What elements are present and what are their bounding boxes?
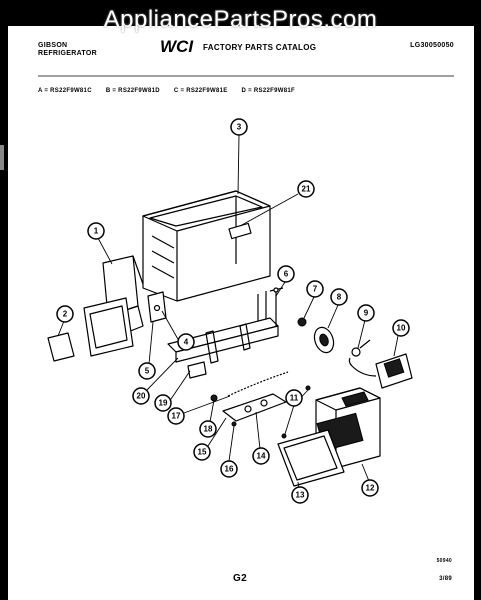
svg-text:12: 12 bbox=[366, 484, 375, 493]
callout-21: 21 bbox=[297, 180, 315, 198]
retainer-clip-part bbox=[351, 339, 371, 357]
model-list: A = RS22F9W81C B = RS22F9W81D C = RS22F9… bbox=[38, 88, 458, 94]
callout-16: 16 bbox=[220, 460, 238, 478]
svg-text:2: 2 bbox=[63, 310, 68, 319]
svg-text:20: 20 bbox=[137, 392, 146, 401]
mounting-plate-part bbox=[222, 393, 287, 427]
svg-text:16: 16 bbox=[225, 465, 234, 474]
svg-text:7: 7 bbox=[313, 285, 318, 294]
product-type: REFRIGERATOR bbox=[38, 50, 97, 57]
page-label: G2 bbox=[233, 573, 247, 584]
catalog-code: LG30050050 bbox=[410, 42, 454, 49]
svg-text:11: 11 bbox=[290, 394, 299, 403]
wci-logo: WCI bbox=[160, 37, 194, 56]
callout-4: 4 bbox=[177, 333, 195, 351]
drive-gear-part bbox=[313, 326, 335, 354]
date-code: 3/89 bbox=[439, 576, 452, 582]
svg-text:6: 6 bbox=[284, 270, 289, 279]
svg-text:10: 10 bbox=[397, 324, 406, 333]
callout-1: 1 bbox=[87, 222, 105, 240]
callout-13: 13 bbox=[291, 486, 309, 504]
callout-12: 12 bbox=[361, 479, 379, 497]
svg-text:3: 3 bbox=[237, 123, 242, 132]
washer-part bbox=[297, 317, 307, 327]
leader-lines bbox=[57, 134, 399, 489]
callout-9: 9 bbox=[357, 304, 375, 322]
svg-text:4: 4 bbox=[184, 338, 189, 347]
brand-block: GIBSON REFRIGERATOR bbox=[38, 42, 97, 58]
model-d: D = RS22F9W81F bbox=[241, 88, 295, 94]
callout-20: 20 bbox=[132, 387, 150, 405]
watermark-text: AppliancePartsPros.com bbox=[103, 6, 378, 33]
ice-bin-part bbox=[142, 190, 271, 302]
door-frame-part bbox=[83, 297, 134, 357]
callout-6: 6 bbox=[277, 265, 295, 283]
callout-19: 19 bbox=[154, 394, 172, 412]
svg-text:1: 1 bbox=[94, 227, 99, 236]
drawing-number: 50940 bbox=[436, 558, 452, 564]
svg-text:15: 15 bbox=[198, 448, 207, 457]
callout-10: 10 bbox=[392, 319, 410, 337]
callout-14: 14 bbox=[252, 447, 270, 465]
mounting-screw-part bbox=[281, 385, 311, 439]
auger-bar-part bbox=[167, 291, 279, 379]
svg-text:21: 21 bbox=[302, 185, 311, 194]
model-b: B = RS22F9W81D bbox=[105, 88, 160, 94]
cover-plate-part bbox=[47, 332, 75, 362]
brand-name: GIBSON bbox=[38, 42, 68, 49]
gasket-part bbox=[277, 429, 345, 487]
svg-text:14: 14 bbox=[257, 452, 266, 461]
parts-catalog-sheet: GIBSON REFRIGERATOR WCI FACTORY PARTS CA… bbox=[8, 26, 474, 600]
callout-2: 2 bbox=[56, 305, 74, 323]
scan-edge-mark bbox=[0, 145, 4, 170]
catalog-title: FACTORY PARTS CATALOG bbox=[203, 43, 317, 52]
svg-text:9: 9 bbox=[364, 309, 369, 318]
callout-11: 11 bbox=[285, 389, 303, 407]
svg-text:17: 17 bbox=[172, 412, 181, 421]
drive-motor-part bbox=[348, 353, 413, 389]
exploded-parts-diagram: 3 21 1 2 4 5 6 7 8 9 10 11 12 13 14 16 1… bbox=[38, 75, 454, 504]
callout-18: 18 bbox=[199, 420, 217, 438]
callout-5: 5 bbox=[138, 362, 156, 380]
callout-17: 17 bbox=[167, 407, 185, 425]
callout-15: 15 bbox=[193, 443, 211, 461]
svg-text:8: 8 bbox=[337, 293, 342, 302]
model-a: A = RS22F9W81C bbox=[38, 88, 92, 94]
callout-7: 7 bbox=[306, 280, 324, 298]
callout-3: 3 bbox=[230, 118, 248, 136]
svg-text:5: 5 bbox=[145, 367, 150, 376]
callout-8: 8 bbox=[330, 288, 348, 306]
bracket-part bbox=[147, 291, 167, 323]
coil-spring-part bbox=[227, 371, 289, 397]
model-c: C = RS22F9W81E bbox=[173, 88, 228, 94]
svg-text:18: 18 bbox=[204, 425, 213, 434]
svg-text:19: 19 bbox=[159, 399, 168, 408]
svg-text:13: 13 bbox=[296, 491, 305, 500]
